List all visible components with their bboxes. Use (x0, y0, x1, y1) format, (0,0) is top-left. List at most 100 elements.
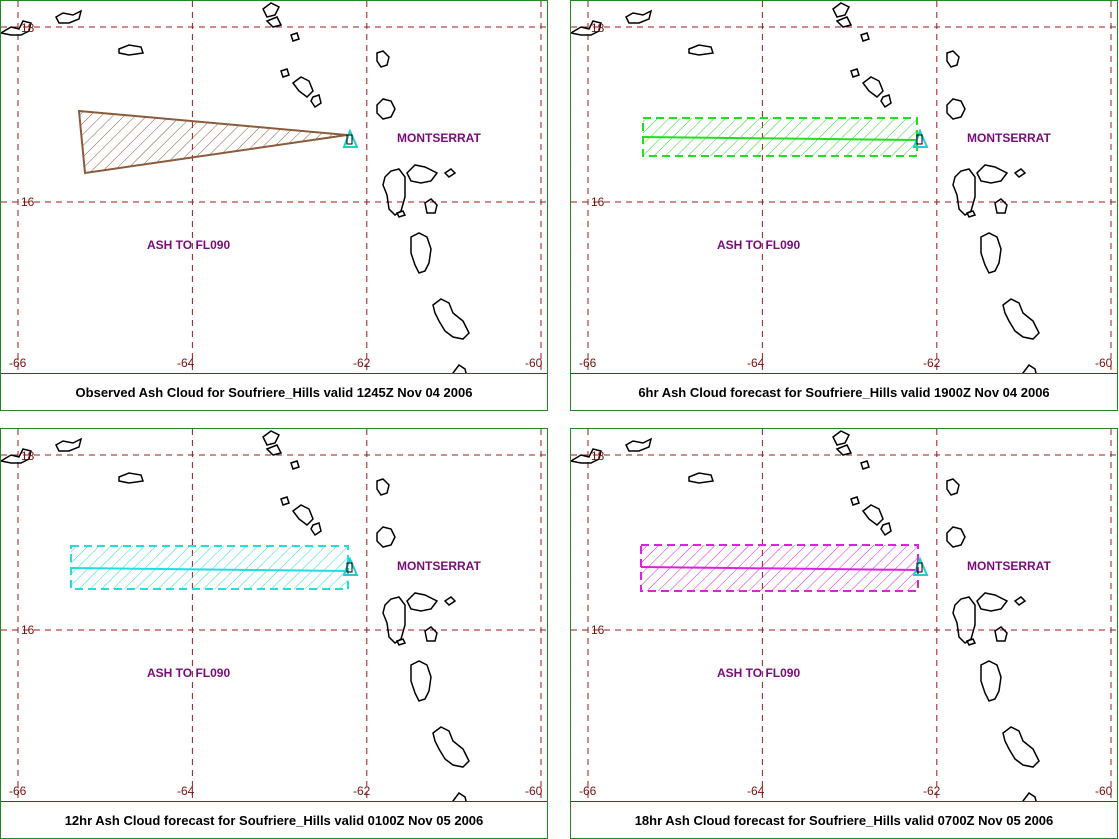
island-outline (994, 626, 1008, 642)
island-outline (965, 210, 977, 218)
island-outline (290, 460, 300, 470)
volcano-label: MONTSERRAT (967, 131, 1051, 145)
lon-label: -62 (923, 784, 941, 798)
island-outline (880, 522, 892, 537)
island-outline (432, 726, 470, 768)
coastlines (1, 2, 470, 382)
island-outline (443, 168, 457, 178)
island-outline (952, 592, 1009, 644)
island-outline (952, 164, 1009, 216)
caption-observed: Observed Ash Cloud for Soufriere_Hills v… (1, 373, 547, 410)
volcano-icon (916, 562, 923, 573)
island-outline (262, 2, 281, 18)
ash-cloud-polygon (77, 109, 348, 175)
island-outline (265, 16, 283, 28)
island-outline (980, 232, 1002, 274)
island-outline (395, 210, 407, 218)
ash-cloud-centerline (640, 566, 919, 571)
lon-label: -66 (579, 356, 597, 370)
island-outline (880, 94, 892, 109)
island-outline (280, 496, 290, 506)
island-outline (410, 660, 432, 702)
lat-label-18: 18 (21, 449, 35, 463)
island-outline (310, 522, 322, 537)
island-outline (262, 430, 281, 446)
island-outline (946, 478, 960, 496)
island-outline (1, 20, 32, 36)
island-outline (376, 478, 390, 496)
island-outline (432, 298, 470, 340)
island-outline (118, 472, 144, 484)
lon-label: -66 (579, 784, 597, 798)
ash-height-label: ASH TO FL090 (717, 666, 800, 680)
lat-label-16: 16 (21, 195, 35, 209)
island-outline (946, 526, 966, 548)
lat-label-18: 18 (21, 21, 35, 35)
volcano-icon (346, 562, 353, 573)
island-outline (850, 68, 860, 78)
coastlines (571, 430, 1040, 810)
island-outline (625, 437, 653, 452)
volcano-icon (342, 128, 359, 148)
lat-label-18: 18 (591, 21, 605, 35)
lon-label: -62 (353, 356, 371, 370)
lat-label-16: 16 (591, 195, 605, 209)
island-outline (1, 448, 32, 464)
island-outline (688, 44, 714, 56)
lon-label: -64 (747, 356, 765, 370)
island-outline (946, 98, 966, 120)
island-outline (265, 444, 283, 456)
volcano-label: MONTSERRAT (967, 559, 1051, 573)
island-outline (443, 596, 457, 606)
island-outline (980, 660, 1002, 702)
lat-label-16: 16 (591, 623, 605, 637)
island-outline (382, 164, 439, 216)
grid (1, 1, 547, 376)
caption-fc18: 18hr Ash Cloud forecast for Soufriere_Hi… (571, 801, 1117, 838)
island-outline (376, 526, 396, 548)
island-outline (1002, 298, 1040, 340)
coastlines (571, 2, 1040, 382)
island-outline (965, 638, 977, 646)
ash-cloud-centerline (642, 136, 918, 141)
island-outline (571, 20, 602, 36)
island-outline (291, 504, 314, 526)
grid (571, 1, 1117, 376)
island-outline (835, 444, 853, 456)
island-outline (410, 232, 432, 274)
island-outline (850, 496, 860, 506)
lon-label: -64 (177, 784, 195, 798)
island-outline (382, 592, 439, 644)
island-outline (861, 76, 884, 98)
lon-label: -66 (9, 784, 27, 798)
island-outline (835, 16, 853, 28)
volcano-label: MONTSERRAT (397, 131, 481, 145)
island-outline (861, 504, 884, 526)
island-outline (1002, 726, 1040, 768)
island-outline (860, 32, 870, 42)
lon-label: -60 (525, 356, 543, 370)
caption-fc12: 12hr Ash Cloud forecast for Soufriere_Hi… (1, 801, 547, 838)
grid (571, 429, 1117, 804)
lon-label: -66 (9, 356, 27, 370)
island-outline (310, 94, 322, 109)
island-outline (424, 626, 438, 642)
caption-fc6: 6hr Ash Cloud forecast for Soufriere_Hil… (571, 373, 1117, 410)
island-outline (1013, 596, 1027, 606)
island-outline (1013, 168, 1027, 178)
island-outline (832, 430, 851, 446)
island-outline (625, 9, 653, 24)
volcano-icon (346, 134, 353, 145)
island-outline (290, 32, 300, 42)
lon-label: -64 (177, 356, 195, 370)
island-outline (688, 472, 714, 484)
lon-label: -60 (1095, 784, 1113, 798)
ash-height-label: ASH TO FL090 (717, 238, 800, 252)
volcano-label: MONTSERRAT (397, 559, 481, 573)
